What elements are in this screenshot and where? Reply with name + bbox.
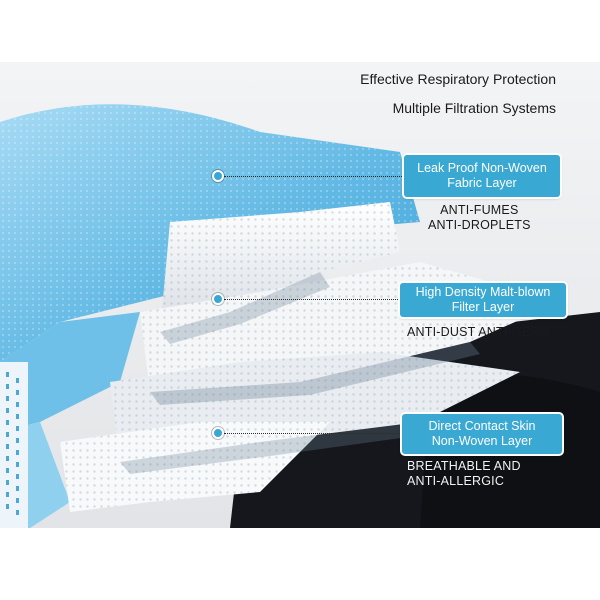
layer-2-benefits: ANTI-DUST ANTI-GERM [407,325,550,340]
layer-2-marker [212,293,224,305]
layer-1-callout-line-1: Leak Proof Non-Woven [417,161,547,175]
layer-2-callout-line-1: High Density Malt-blown [415,285,551,299]
layer-1-benefit-1: ANTI-FUMES [440,203,519,217]
layer-3-callout-line-2: Non-Woven Layer [431,434,533,448]
layer-1-callout: Leak Proof Non-Woven Fabric Layer [404,155,560,197]
layer-2-leader-line [224,299,400,300]
layer-1-benefit-2: ANTI-DROPLETS [428,218,531,232]
layer-3-benefits: BREATHABLE AND ANTI-ALLERGIC [407,459,521,489]
layer-1-marker [212,170,224,182]
headline-protection: Effective Respiratory Protection [360,71,556,87]
layer-3-benefit-2: ANTI-ALLERGIC [407,474,505,488]
layer-2-callout: High Density Malt-blown Filter Layer [400,283,566,317]
layer-1-benefits: ANTI-FUMES ANTI-DROPLETS [428,203,531,233]
layer-2-benefit-1: ANTI-DUST ANTI-GERM [407,325,551,339]
layer-1-callout-line-2: Fabric Layer [447,176,517,190]
layer-1-leader-line [224,176,404,177]
layer-2-callout-line-2: Filter Layer [451,300,515,314]
layer-3-leader-line [224,433,402,434]
mask-illustration [0,62,600,528]
mask-photo [0,62,600,528]
layer-3-marker [212,427,224,439]
layer-3-callout-line-1: Direct Contact Skin [428,419,536,433]
headline-filtration: Multiple Filtration Systems [392,100,556,116]
layer-3-callout: Direct Contact Skin Non-Woven Layer [402,414,562,454]
layer-3-benefit-1: BREATHABLE AND [407,459,521,473]
